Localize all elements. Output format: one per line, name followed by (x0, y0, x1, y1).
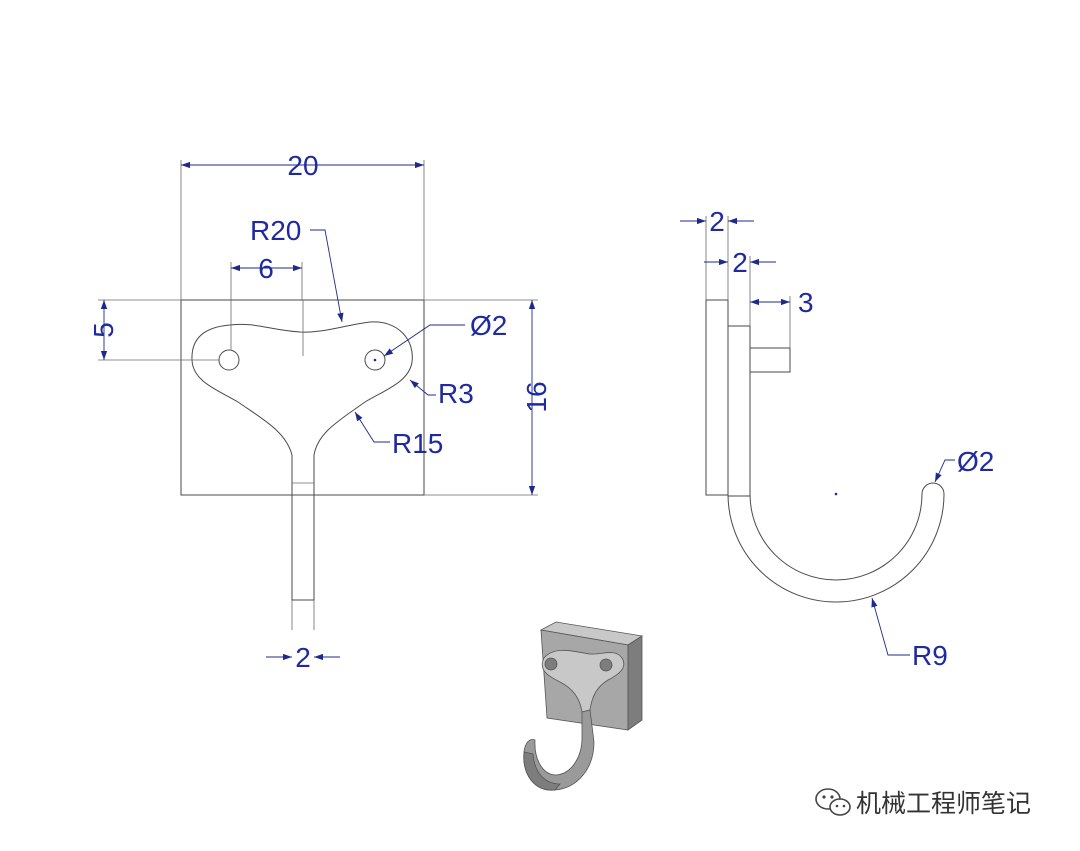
dim-width: 20 (287, 150, 318, 181)
watermark-text: 机械工程师笔记 (856, 789, 1031, 818)
dim-hole-offset: 5 (88, 322, 119, 338)
left-hole (218, 349, 240, 371)
watermark: 机械工程师笔记 (815, 788, 1031, 818)
right-hole (364, 349, 386, 371)
dim-tip-dia: Ø2 (957, 446, 994, 477)
side-hook-body (727, 325, 751, 497)
dim-lobe-radius: R3 (438, 378, 474, 409)
dim-neck-radius: R15 (392, 428, 443, 459)
dim-plate-thickness: 2 (709, 206, 725, 237)
front-hook-outline (191, 321, 413, 601)
side-view: 2 2 3 Ø2 R9 (680, 206, 994, 671)
side-boss (749, 347, 791, 373)
side-plate-outline (705, 299, 729, 496)
dim-hole-spacing: 6 (258, 253, 274, 284)
dim-hole-dia: Ø2 (470, 310, 507, 341)
front-view: 20 R20 6 5 Ø2 R3 R15 16 2 (88, 150, 552, 673)
dim-arc-top: R20 (250, 215, 301, 246)
dim-hook-thickness: 2 (732, 247, 748, 278)
front-plate-outline (180, 299, 425, 496)
side-hook-curve (727, 482, 945, 603)
wechat-icon (815, 788, 851, 816)
isometric-view (523, 621, 644, 791)
dim-stem-width: 2 (295, 642, 311, 673)
dim-boss-depth: 3 (798, 287, 814, 318)
dim-bend-radius: R9 (912, 640, 948, 671)
dim-height: 16 (521, 381, 552, 412)
